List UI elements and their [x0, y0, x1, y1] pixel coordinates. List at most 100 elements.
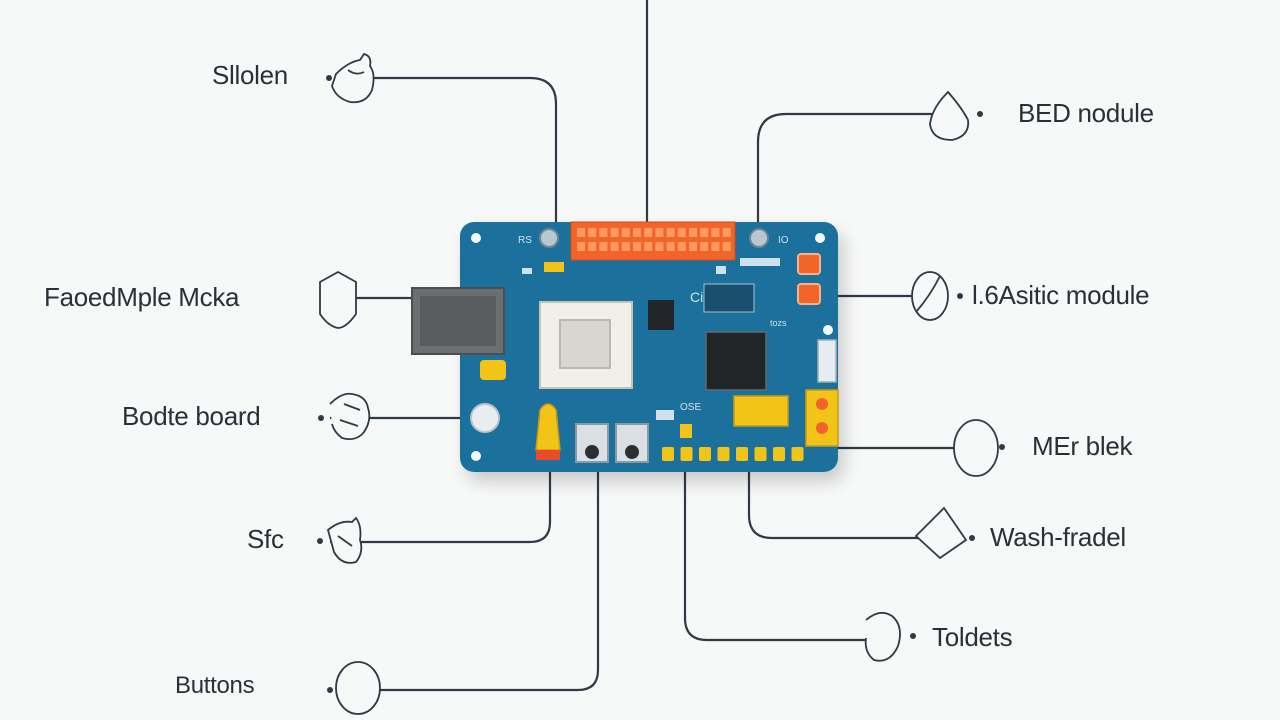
label-wash: Wash-fradel: [990, 522, 1126, 552]
header-pin: [599, 242, 608, 251]
header-pin: [633, 242, 641, 251]
header-pin: [666, 228, 675, 237]
yellow-chip: [733, 395, 789, 427]
dot-buttons: [327, 687, 333, 693]
capacitor-base: [536, 450, 560, 460]
header-pin: [711, 242, 720, 251]
bottom-pin: [680, 447, 693, 461]
status-led: [797, 253, 821, 275]
label-bodte: Bodte board: [122, 401, 261, 431]
small-smd: [740, 258, 780, 266]
terminal-screw: [816, 422, 828, 434]
label-buttons: Buttons: [175, 672, 255, 699]
curl-icon: [864, 611, 901, 662]
hand-icon-sfc: [326, 516, 363, 564]
callout-icons: [319, 52, 999, 715]
mcu-die: [559, 319, 611, 369]
header-pin: [588, 228, 597, 237]
label-mer: MEr blek: [1032, 431, 1133, 461]
push-button-cap: [625, 445, 639, 459]
mount-hole: [471, 233, 481, 243]
yellow-smd: [480, 360, 506, 380]
bottom-pins: [662, 447, 804, 461]
header-pin: [677, 242, 686, 251]
bottom-pin: [773, 447, 785, 461]
board-components: RS IO Ci OSE tozs: [411, 221, 839, 463]
hand-icon-bodte: [329, 392, 371, 441]
silk-right: IO: [778, 235, 789, 246]
wire-bed: [756, 112, 955, 228]
bottom-pin: [754, 447, 767, 461]
main-chip: [705, 331, 767, 391]
header-pin: [633, 228, 641, 237]
bottom-pin: [791, 447, 804, 461]
push-button-cap: [585, 445, 599, 459]
header-pin: [588, 242, 597, 251]
dot-bed: [977, 111, 983, 117]
label-sfc: Sfc: [247, 524, 284, 554]
yellow-smd: [680, 424, 692, 438]
usb-inner: [420, 296, 496, 346]
mount-hole: [823, 325, 833, 335]
yellow-smd: [544, 262, 564, 272]
wire-toldets: [683, 470, 885, 642]
header-pin: [577, 228, 585, 237]
dot-toldets: [910, 633, 916, 639]
header-pin: [644, 228, 653, 237]
status-led: [797, 283, 821, 305]
top-header: [570, 221, 736, 261]
small-smd: [656, 410, 674, 420]
oval-icon-mer: [953, 419, 999, 477]
dot-asthic: [957, 293, 963, 299]
header-pin: [700, 242, 709, 251]
wire-buttons: [340, 470, 600, 692]
header-pin: [689, 242, 697, 251]
pad-hole: [749, 228, 769, 248]
mount-hole: [815, 233, 825, 243]
header-pin: [610, 228, 619, 237]
diamond-icon: [914, 506, 968, 560]
header-pin: [722, 242, 731, 251]
label-bed: BED nodule: [1018, 98, 1154, 128]
header-pin: [655, 242, 664, 251]
header-pin: [700, 228, 709, 237]
reset-knob: [470, 403, 500, 433]
leaf-icon: [911, 271, 949, 321]
terminal-screw: [816, 398, 828, 410]
header-pin: [610, 242, 619, 251]
wire-silicon: [345, 76, 558, 228]
bottom-pin: [717, 447, 730, 461]
label-toldets: Toldets: [932, 622, 1013, 652]
header-pin: [621, 228, 630, 237]
header-pin: [577, 242, 585, 251]
bottom-pin: [662, 447, 674, 461]
small-smd: [522, 268, 532, 274]
capacitor: [535, 403, 561, 451]
chip-array: [703, 283, 755, 313]
small-smd: [716, 266, 726, 274]
silk-code: tozs: [770, 318, 787, 328]
dot-sfc: [317, 538, 323, 544]
leaf-vein-icon: [915, 275, 941, 313]
silk-left: RS: [518, 235, 532, 246]
header-pin: [655, 228, 664, 237]
wire-sfc: [330, 470, 552, 544]
silk-text-small: OSE: [680, 402, 701, 413]
wires: [330, 0, 985, 692]
header-pin: [711, 228, 720, 237]
header-pin: [722, 228, 731, 237]
label-faced: FaoedMple Mcka: [44, 282, 240, 312]
label-silicon: Sllolen: [212, 60, 288, 90]
wire-dots: [317, 75, 1005, 693]
drop-icon-bed: [929, 90, 970, 141]
hand-icon: [331, 52, 375, 104]
small-chip: [648, 300, 674, 330]
header-pin: [677, 228, 686, 237]
label-asthic: l.6Asitic module: [972, 280, 1150, 310]
oval-icon-buttons: [335, 661, 381, 715]
header-pin: [689, 228, 697, 237]
silk-text: Ci: [690, 289, 703, 305]
shield-icon: [319, 270, 357, 329]
dot-silicon: [326, 75, 332, 81]
